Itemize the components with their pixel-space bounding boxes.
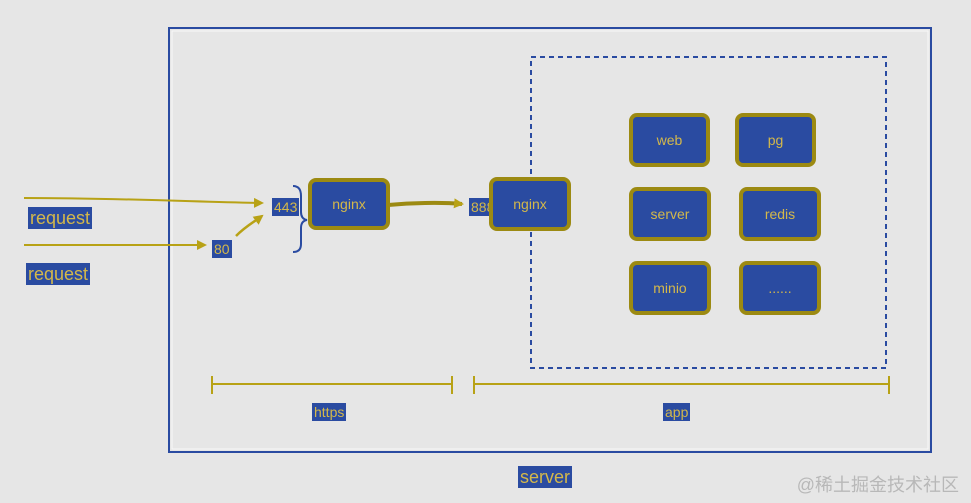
server-node: server — [629, 187, 711, 241]
more-node: ...... — [739, 261, 821, 315]
port-brace — [292, 185, 308, 253]
server-label: server — [518, 466, 573, 488]
watermark: @稀土掘金技术社区 — [796, 475, 959, 495]
request-label-1: request — [28, 207, 93, 229]
server-frame — [168, 27, 932, 453]
minio-node: minio — [629, 261, 711, 315]
https-span — [211, 376, 453, 394]
redis-node: redis — [739, 187, 821, 241]
nginx-edge-node: nginx — [308, 178, 390, 230]
web-node: web — [629, 113, 710, 167]
app-span — [473, 376, 890, 394]
request-label-2: request — [26, 263, 91, 285]
port-80: 80 — [212, 240, 232, 258]
app-label: app — [663, 403, 691, 421]
pg-node: pg — [735, 113, 816, 167]
redirect-arrow — [235, 214, 264, 237]
https-label: https — [312, 403, 347, 421]
proxy-arrow — [387, 198, 464, 209]
port-443: 443 — [272, 198, 300, 216]
request-arrow-443 — [23, 197, 264, 208]
nginx-app-node: nginx — [489, 177, 571, 231]
